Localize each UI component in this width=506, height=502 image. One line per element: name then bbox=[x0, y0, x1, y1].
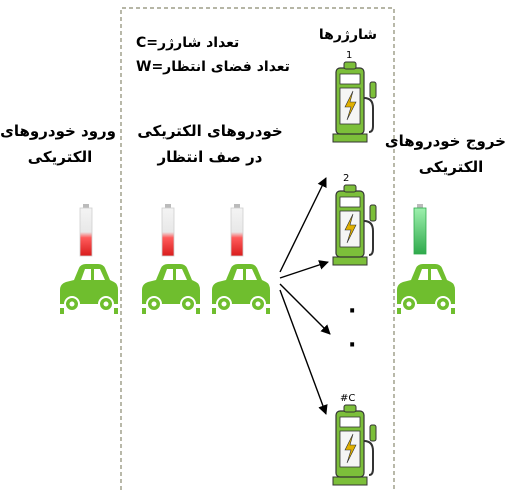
route-arrow bbox=[279, 283, 331, 335]
entry-label: ورود خودروهای الکتریکی bbox=[0, 122, 116, 166]
charger-2-icon bbox=[332, 184, 377, 266]
charger-1-icon bbox=[332, 61, 377, 143]
route-arrow bbox=[279, 289, 328, 415]
entry-battery-icon bbox=[79, 203, 93, 257]
waiting-count-label: تعداد فضای انتظار=W bbox=[136, 59, 290, 75]
charger-id: 2 bbox=[343, 173, 349, 184]
queue-label: خودروهای الکتریکی در صف انتظار bbox=[137, 122, 283, 166]
route-arrow bbox=[279, 177, 327, 273]
exit-car-icon bbox=[396, 263, 456, 315]
charger-id: #C bbox=[340, 393, 355, 404]
ellipsis-dot: · bbox=[348, 333, 356, 358]
entry-car-icon bbox=[59, 263, 119, 315]
route-arrow bbox=[279, 260, 329, 279]
ellipsis-dot: · bbox=[348, 299, 356, 324]
queue-car-icon bbox=[141, 263, 201, 315]
charger-id: 1 bbox=[346, 50, 352, 61]
exit-label: خروج خودروهای الکتریکی bbox=[384, 132, 506, 176]
chargers-title: شارژرها bbox=[318, 27, 378, 43]
full-battery-icon bbox=[413, 204, 427, 255]
charger-count-label: تعداد شارژر=C bbox=[136, 35, 240, 51]
queue-battery-icon bbox=[161, 203, 175, 257]
system-boundary bbox=[120, 7, 395, 490]
charger-c-icon bbox=[332, 404, 377, 486]
queue-car-icon bbox=[211, 263, 271, 315]
queue-battery-icon bbox=[230, 203, 244, 257]
